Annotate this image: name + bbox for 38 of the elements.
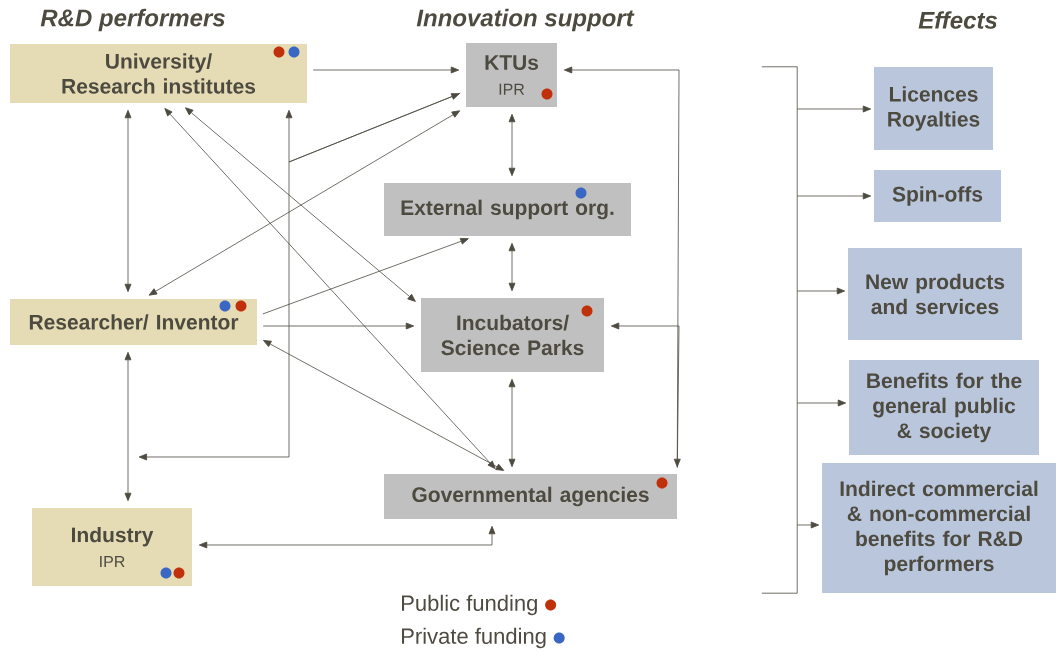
box: Indirect commercial & non-commercial benefits for R&D performers	[822, 463, 1056, 593]
box: Governmental agencies	[384, 474, 677, 519]
arrow	[138, 92, 461, 461]
column-heading: Effects	[918, 11, 997, 29]
box: Spin-offs	[874, 170, 1001, 222]
box: University/ Research institutes	[10, 44, 307, 103]
arrow	[164, 108, 496, 469]
arrow	[124, 109, 132, 293]
legend-label: Private funding	[402, 627, 546, 649]
box: Researcher/ Inventor	[10, 299, 257, 345]
arrow	[508, 242, 516, 292]
arrow	[563, 66, 681, 468]
arrow	[198, 525, 496, 549]
box: KTUs IPR	[466, 43, 557, 107]
arrow	[262, 238, 469, 315]
bracket	[761, 66, 798, 594]
arrow	[796, 287, 846, 295]
arrow	[796, 105, 872, 113]
box: Industry IPR	[32, 508, 192, 586]
arrow	[124, 351, 132, 502]
arrow	[262, 322, 415, 330]
legend-label: Public funding	[402, 594, 537, 616]
arrow	[508, 378, 516, 468]
arrow	[610, 322, 680, 469]
arrow	[796, 192, 872, 200]
arrow	[796, 521, 820, 529]
arrow	[796, 399, 847, 407]
arrow	[148, 110, 461, 296]
arrow	[185, 107, 416, 302]
box: Incubators/ Science Parks	[421, 298, 604, 372]
arrow	[508, 113, 516, 177]
arrow	[263, 340, 505, 471]
box: Benefits for the general public & society	[849, 360, 1039, 455]
box: New products and services	[848, 248, 1022, 340]
arrow	[312, 66, 460, 74]
arrow	[285, 93, 460, 163]
box: External support org.	[384, 183, 631, 236]
box: Licences Royalties	[874, 67, 993, 150]
